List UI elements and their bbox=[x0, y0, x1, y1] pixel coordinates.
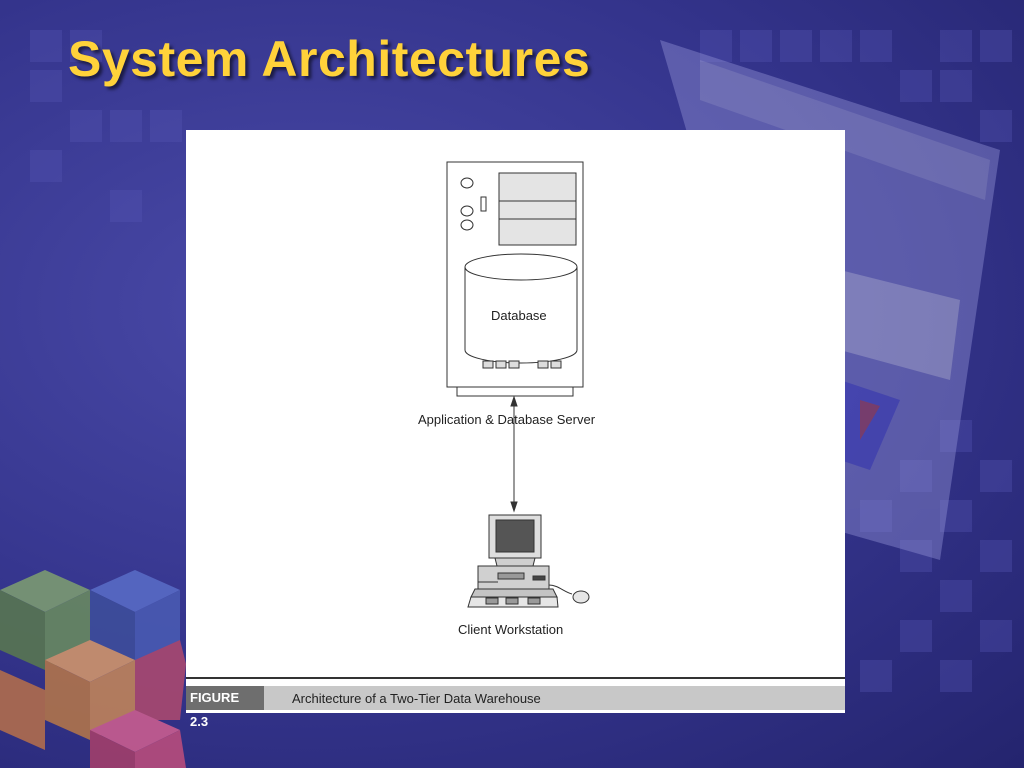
client-workstation-icon bbox=[467, 514, 590, 608]
architecture-diagram bbox=[446, 161, 590, 608]
slide-title: System Architectures bbox=[68, 31, 591, 87]
figure-caption: FIGURE 2.3 Architecture of a Two-Tier Da… bbox=[186, 676, 845, 729]
database-label: Database bbox=[491, 308, 547, 323]
figure-panel: Database Application & Database Server C… bbox=[186, 130, 845, 676]
caption-divider bbox=[186, 677, 845, 679]
background-cubes-graphic bbox=[0, 570, 186, 768]
client-label: Client Workstation bbox=[458, 622, 564, 637]
background-grid-squares bbox=[30, 30, 1012, 692]
caption-strip: FIGURE 2.3 Architecture of a Two-Tier Da… bbox=[186, 686, 845, 729]
server-tower-icon bbox=[446, 161, 584, 397]
connection-arrow bbox=[510, 395, 518, 513]
server-label: Application & Database Server bbox=[418, 412, 596, 427]
caption-text: Architecture of a Two-Tier Data Warehous… bbox=[292, 690, 541, 706]
figure-number: FIGURE 2.3 bbox=[186, 686, 264, 729]
